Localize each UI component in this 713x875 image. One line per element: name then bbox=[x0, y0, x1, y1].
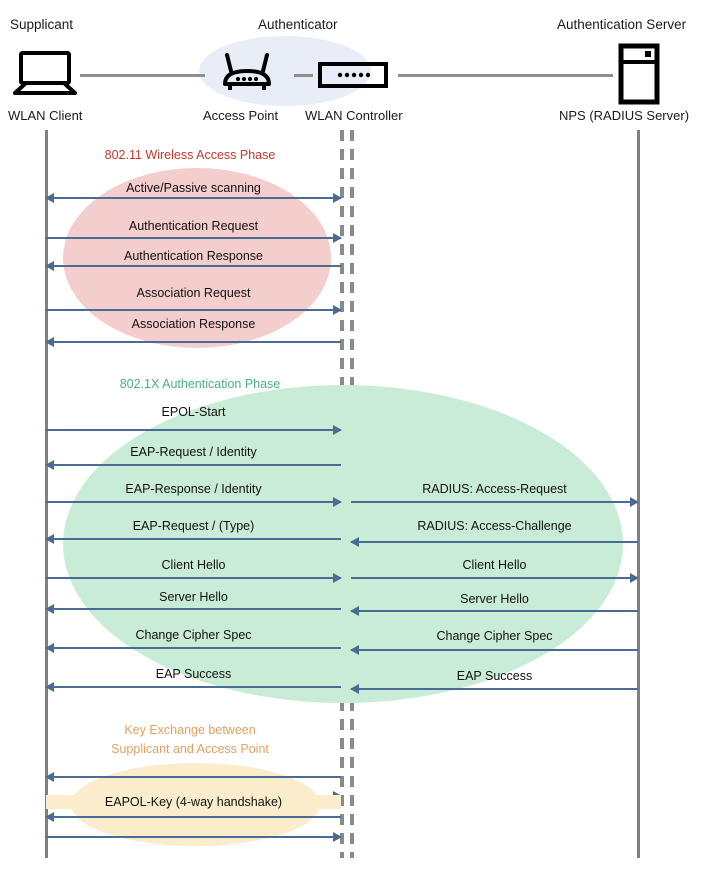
message-label: Client Hello bbox=[462, 558, 527, 572]
arrow-eap-response-identity bbox=[46, 497, 342, 507]
message-label: Client Hello bbox=[161, 558, 226, 572]
arrow-radius-access-request bbox=[351, 497, 639, 507]
arrow-eapol-key-4 bbox=[46, 832, 342, 842]
link-client-to-ap bbox=[80, 74, 205, 77]
link-ap-to-controller bbox=[294, 74, 313, 77]
message-label: Active/Passive scanning bbox=[126, 181, 261, 195]
actor-device-nps-radius-server: NPS (RADIUS Server) bbox=[559, 108, 690, 123]
phase-title-key-exchange-line1: Key Exchange between bbox=[124, 723, 256, 737]
message-label: Change Cipher Spec bbox=[436, 629, 553, 643]
arrow-server-hello-left bbox=[45, 604, 341, 614]
message-label: Association Response bbox=[131, 317, 256, 331]
message-label: Authentication Response bbox=[124, 249, 263, 263]
message-label: Change Cipher Spec bbox=[135, 628, 252, 642]
arrow-eap-request-type bbox=[45, 534, 341, 544]
message-label: Server Hello bbox=[460, 592, 529, 606]
message-label: EAP-Request / Identity bbox=[130, 445, 257, 459]
message-label: RADIUS: Access-Request bbox=[422, 482, 567, 496]
arrow-eap-success-left bbox=[45, 682, 341, 692]
actor-device-wlan-client: WLAN Client bbox=[8, 108, 83, 123]
arrow-client-hello-left bbox=[46, 573, 342, 583]
arrow-server-hello-right bbox=[350, 606, 638, 616]
laptop-icon bbox=[12, 51, 78, 95]
phase-title-key-exchange-line2: Supplicant and Access Point bbox=[111, 742, 269, 756]
message-label: Server Hello bbox=[159, 590, 228, 604]
arrow-client-hello-right bbox=[351, 573, 639, 583]
message-label: Authentication Request bbox=[128, 219, 259, 233]
message-label: EAP Success bbox=[155, 667, 232, 681]
arrow-eapol-key-3 bbox=[45, 812, 341, 822]
message-label: EAP-Response / Identity bbox=[125, 482, 262, 496]
message-label: Association Request bbox=[136, 286, 251, 300]
lifeline-supplicant bbox=[45, 130, 48, 858]
message-label: EAP Success bbox=[456, 669, 533, 683]
message-label: EPOL-Start bbox=[161, 405, 226, 419]
phase-ellipse-dot1x-authentication bbox=[63, 385, 623, 703]
arrow-change-cipher-spec-left bbox=[45, 643, 341, 653]
phase-title-key-exchange: Key Exchange between Supplicant and Acce… bbox=[0, 721, 380, 759]
message-label: RADIUS: Access-Challenge bbox=[417, 519, 572, 533]
actor-device-wlan-controller: WLAN Controller bbox=[305, 108, 403, 123]
arrow-eap-request-identity bbox=[45, 460, 341, 470]
arrow-eapol-key-1 bbox=[45, 772, 341, 782]
actor-role-authenticator: Authenticator bbox=[258, 17, 338, 32]
arrow-association-response bbox=[45, 337, 341, 347]
arrow-radius-access-challenge bbox=[350, 537, 638, 547]
arrow-eap-success-right bbox=[350, 684, 638, 694]
message-label: EAP-Request / (Type) bbox=[132, 519, 255, 533]
arrow-authentication-response bbox=[45, 261, 341, 271]
link-controller-to-server bbox=[398, 74, 613, 77]
phase-title-dot1x-authentication: 802.1X Authentication Phase bbox=[119, 377, 281, 391]
arrow-authentication-request bbox=[46, 233, 342, 243]
message-label-eapol-key-group: EAPOL-Key (4-way handshake) bbox=[46, 795, 341, 809]
actor-device-access-point: Access Point bbox=[203, 108, 279, 123]
arrow-change-cipher-spec-right bbox=[350, 645, 638, 655]
arrow-epol-start bbox=[46, 425, 342, 435]
arrow-active-passive-scanning bbox=[45, 193, 342, 203]
arrow-association-request bbox=[46, 305, 342, 315]
wireless-router-icon bbox=[214, 49, 280, 93]
actor-role-authentication-server: Authentication Server bbox=[557, 17, 687, 32]
phase-title-wireless-access: 802.11 Wireless Access Phase bbox=[104, 148, 276, 162]
lifeline-authentication-server bbox=[637, 130, 640, 858]
actor-role-supplicant: Supplicant bbox=[10, 17, 74, 32]
authenticator-group-ellipse bbox=[199, 36, 371, 106]
network-switch-icon bbox=[318, 62, 388, 88]
server-tower-icon bbox=[617, 43, 661, 105]
